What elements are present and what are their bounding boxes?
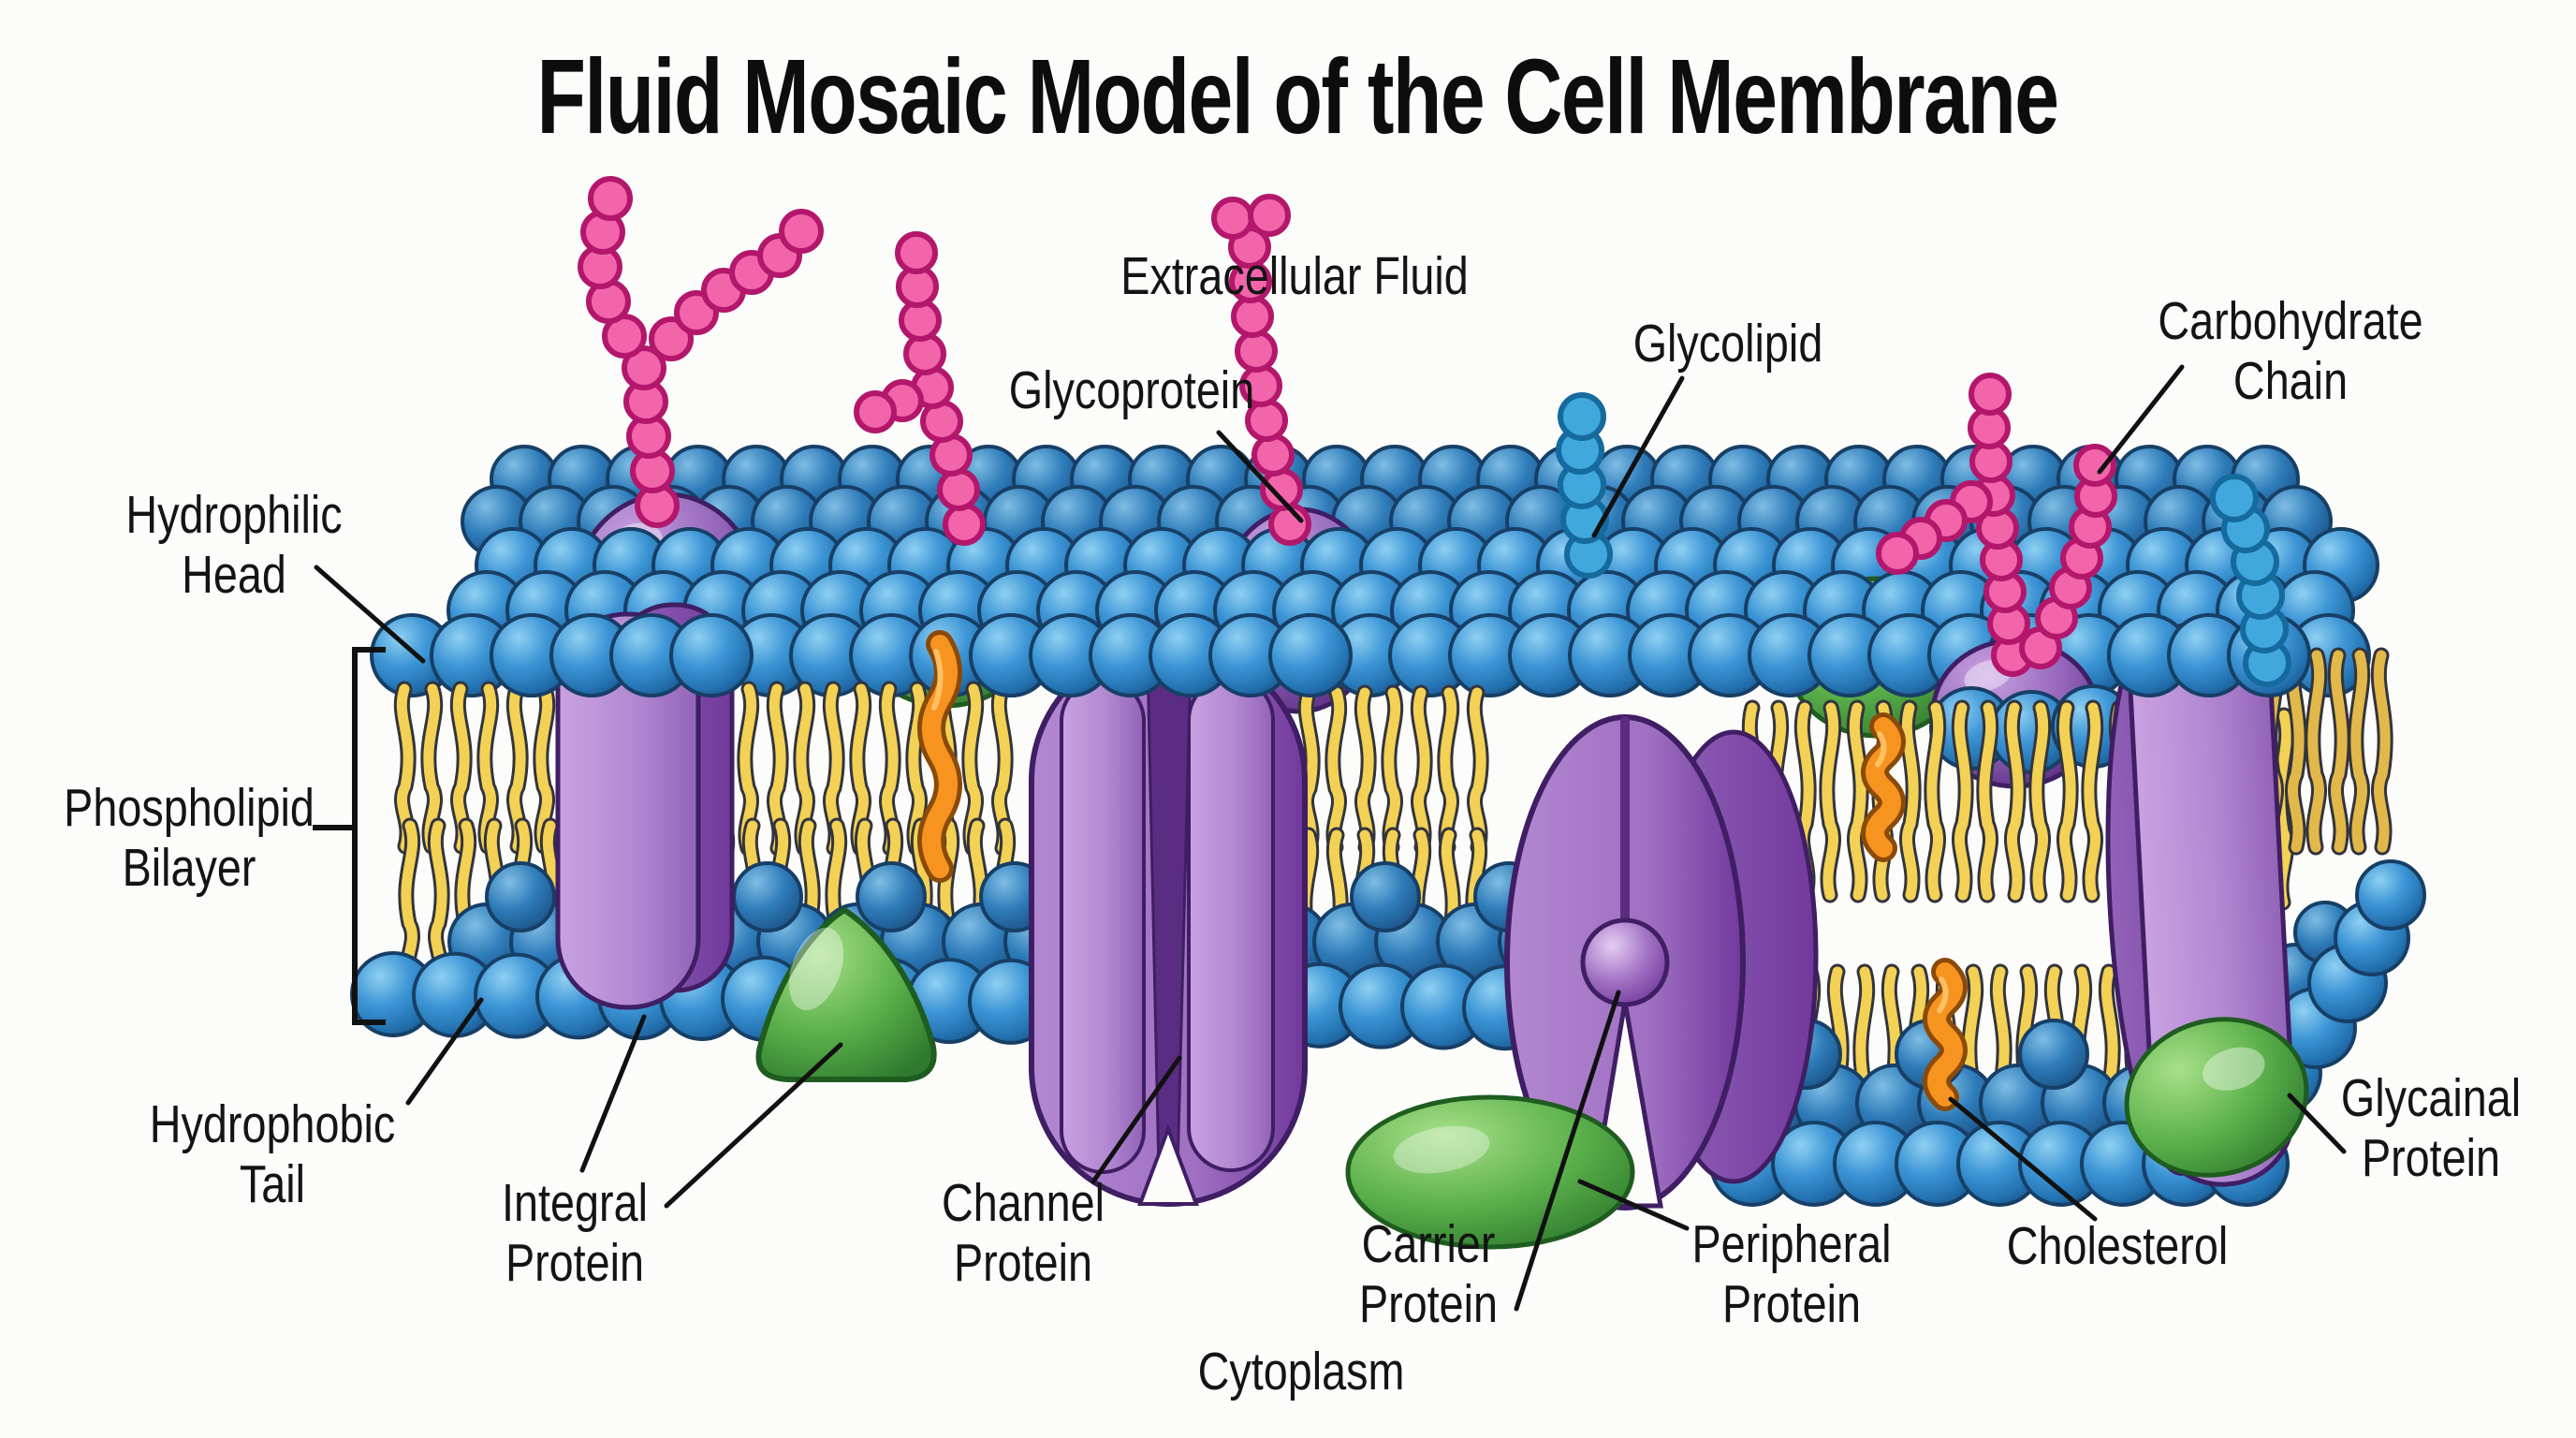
cholesterol-molecules <box>917 630 1968 1111</box>
integral-protein-shape <box>555 602 735 1010</box>
bilayer-bracket <box>313 647 386 1025</box>
green-cone-protein <box>755 906 937 1082</box>
carbohydrate-chains <box>578 176 2291 687</box>
label-peripheral-protein: Peripheral Protein <box>1691 1214 1892 1334</box>
phospholipid-top-surface <box>370 445 2379 789</box>
label-glycolipid: Glycolipid <box>1632 314 1823 374</box>
label-carbohydrate-chain: Carbohydrate Chain <box>2158 291 2423 411</box>
carrier-protein-shape <box>1504 714 1819 1211</box>
label-carrier-protein: Carrier Protein <box>1358 1214 1499 1334</box>
channel-protein-shape <box>1029 641 1308 1207</box>
label-integral-protein: Integral Protein <box>502 1173 648 1293</box>
label-hydrophilic-head: Hydrophilic Head <box>125 485 343 605</box>
front-row-overlap-heads <box>490 613 2311 697</box>
figure-title: Fluid Mosaic Model of the Cell Membrane <box>536 37 2059 155</box>
label-extracellular-fluid: Extracellular Fluid <box>1120 246 1469 307</box>
label-cholesterol: Cholesterol <box>2006 1216 2229 1277</box>
label-hydrophobic-tail: Hydrophobic Tail <box>149 1094 396 1214</box>
glycainal-protein-shape <box>2124 1017 2309 1178</box>
label-cytoplasm: Cytoplasm <box>1197 1342 1405 1402</box>
label-glycainal-protein: Glycainal Protein <box>2340 1068 2522 1188</box>
label-glycoprotein: Glycoprotein <box>1008 360 1255 421</box>
peripheral-protein-shape <box>1345 1094 1635 1250</box>
leader-lines <box>314 364 2347 1312</box>
label-phospholipid-bilayer: Phospholipid Bilayer <box>64 778 315 898</box>
label-channel-protein: Channel Protein <box>941 1173 1105 1293</box>
